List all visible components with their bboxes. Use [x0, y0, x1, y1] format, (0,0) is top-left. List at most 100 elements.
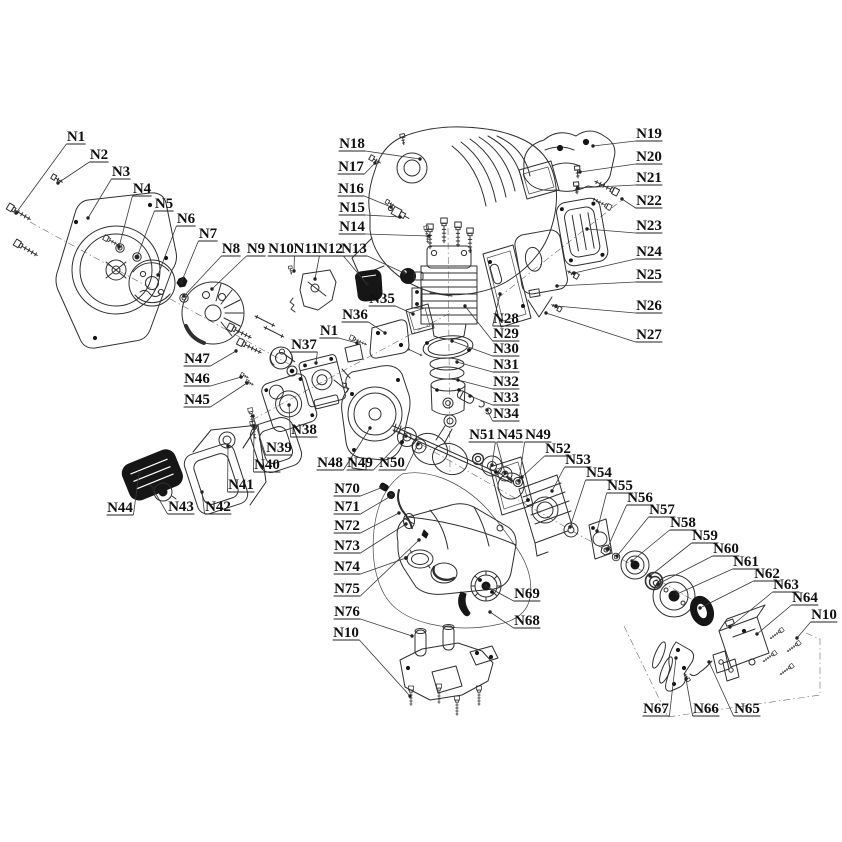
part-label: N45	[183, 381, 249, 408]
svg-text:N62: N62	[754, 566, 780, 582]
svg-text:N45: N45	[184, 392, 210, 408]
part-label: N28	[492, 292, 520, 327]
svg-text:N21: N21	[636, 170, 662, 186]
svg-text:N4: N4	[133, 181, 152, 197]
piston-rings	[429, 357, 465, 380]
engine-shroud-cover	[351, 126, 557, 297]
fuel-tank	[396, 503, 517, 595]
clutch-drum	[620, 550, 650, 580]
svg-text:N38: N38	[291, 422, 317, 438]
cylinder-base-gasket	[422, 335, 474, 359]
air-filter-base-plate	[261, 373, 318, 432]
svg-text:N58: N58	[670, 515, 696, 531]
part-label: N73	[333, 522, 408, 554]
svg-text:N67: N67	[643, 701, 669, 717]
part-label: N60	[656, 541, 740, 586]
choke-knob	[400, 268, 424, 284]
starter-bracket	[665, 641, 695, 692]
part-label: N8	[182, 241, 241, 298]
part-label: N33	[468, 390, 520, 406]
svg-text:N26: N26	[636, 298, 662, 314]
throttle-bracket	[287, 265, 337, 313]
svg-text:N73: N73	[334, 538, 360, 554]
damper-ring	[689, 595, 715, 627]
part-label: N22	[620, 193, 663, 209]
fan-housing-cover	[55, 192, 177, 349]
part-label: N35	[368, 291, 415, 316]
part-label: N10	[267, 241, 296, 273]
svg-text:N7: N7	[199, 226, 218, 242]
part-label: N38	[287, 403, 318, 438]
part-label: N36	[341, 307, 387, 335]
part-label: N46	[183, 371, 243, 387]
muffler-gasket-plate	[518, 160, 560, 200]
svg-text:N39: N39	[266, 440, 292, 456]
svg-text:N63: N63	[773, 577, 799, 593]
part-label: N71	[333, 494, 393, 515]
part-label: N16	[337, 181, 393, 209]
part-label: N14	[338, 219, 431, 238]
svg-text:N20: N20	[636, 149, 662, 165]
engine-mount-plate	[588, 518, 613, 560]
ignition-coil	[712, 604, 770, 682]
svg-text:N61: N61	[733, 554, 759, 570]
part-label: N12	[316, 241, 369, 286]
svg-text:N32: N32	[493, 374, 519, 390]
guard-screws	[408, 683, 482, 716]
coil-screws	[761, 627, 802, 677]
part-label: N58	[630, 515, 697, 563]
svg-text:N44: N44	[107, 500, 133, 516]
part-label: N50	[378, 442, 420, 471]
svg-text:N31: N31	[493, 357, 519, 373]
starter-pulley	[652, 574, 696, 618]
svg-text:N36: N36	[342, 307, 368, 323]
svg-text:N8: N8	[222, 241, 240, 257]
svg-text:N5: N5	[155, 196, 173, 212]
svg-text:N12: N12	[317, 241, 343, 257]
svg-text:N51: N51	[469, 427, 495, 443]
svg-text:N11: N11	[293, 241, 318, 257]
part-label: N43	[151, 487, 195, 515]
svg-text:N16: N16	[338, 181, 364, 197]
svg-text:N18: N18	[339, 136, 365, 152]
part-label: N26	[554, 298, 662, 314]
svg-text:N14: N14	[339, 219, 365, 235]
svg-text:N34: N34	[493, 406, 519, 422]
svg-text:N30: N30	[493, 341, 519, 357]
muffler-cover	[556, 197, 609, 267]
part-label: N15	[338, 200, 402, 219]
bottom-guard	[399, 624, 499, 701]
svg-text:N37: N37	[291, 337, 317, 353]
part-label: N3	[86, 164, 131, 220]
svg-text:N10: N10	[333, 625, 359, 641]
part-label: N64	[755, 590, 818, 636]
part-label: N74	[333, 556, 408, 575]
svg-text:N60: N60	[713, 541, 739, 557]
svg-text:N22: N22	[636, 193, 662, 209]
part-label: N68	[488, 610, 541, 629]
svg-text:N23: N23	[636, 218, 662, 234]
svg-text:N10: N10	[268, 241, 294, 257]
ignition-wire	[689, 660, 713, 677]
flywheel	[181, 281, 245, 345]
svg-text:N74: N74	[334, 559, 360, 575]
part-label: N51	[468, 427, 496, 467]
svg-text:N57: N57	[649, 502, 675, 518]
part-label: N10	[795, 607, 838, 640]
svg-text:N46: N46	[184, 371, 210, 387]
svg-text:N48: N48	[317, 455, 343, 471]
svg-text:N52: N52	[545, 441, 571, 457]
assembly-axis-lines	[29, 199, 701, 605]
svg-text:N17: N17	[338, 159, 364, 175]
svg-text:N2: N2	[90, 147, 108, 163]
part-label: N47	[183, 349, 238, 367]
washer-crescent	[458, 591, 471, 617]
part-label: N61	[675, 554, 760, 596]
part-label: N53	[550, 452, 592, 493]
svg-text:N29: N29	[493, 326, 519, 342]
svg-text:N59: N59	[692, 528, 718, 544]
svg-text:N33: N33	[493, 390, 519, 406]
svg-text:N53: N53	[565, 452, 591, 468]
